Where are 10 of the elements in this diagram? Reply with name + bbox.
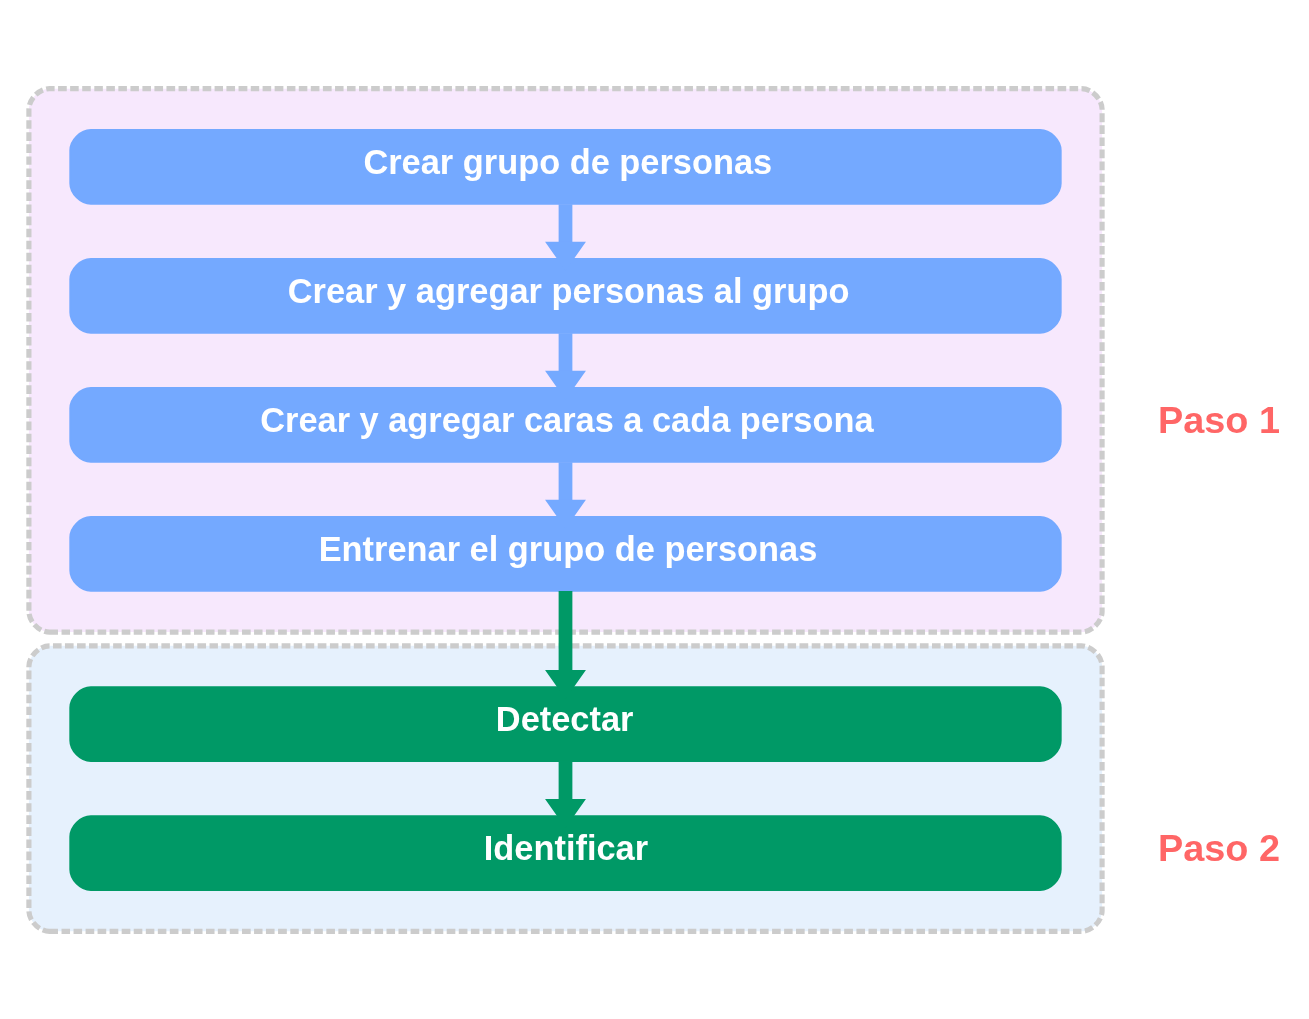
cluster <box>26 642 1105 934</box>
label: Paso 1 <box>1157 398 1280 441</box>
cluster <box>26 85 1105 635</box>
node-box: Identificar <box>69 814 1062 891</box>
label: Paso 2 <box>1157 826 1280 869</box>
node-box: Crear y agregar caras a cada persona <box>69 386 1062 463</box>
node-box: Crear grupo de personas <box>69 128 1062 205</box>
node-box: Crear y agregar personas al grupo <box>69 257 1062 334</box>
node-box: Entrenar el grupo de personas <box>69 515 1062 592</box>
node-box: Detectar <box>69 685 1062 762</box>
